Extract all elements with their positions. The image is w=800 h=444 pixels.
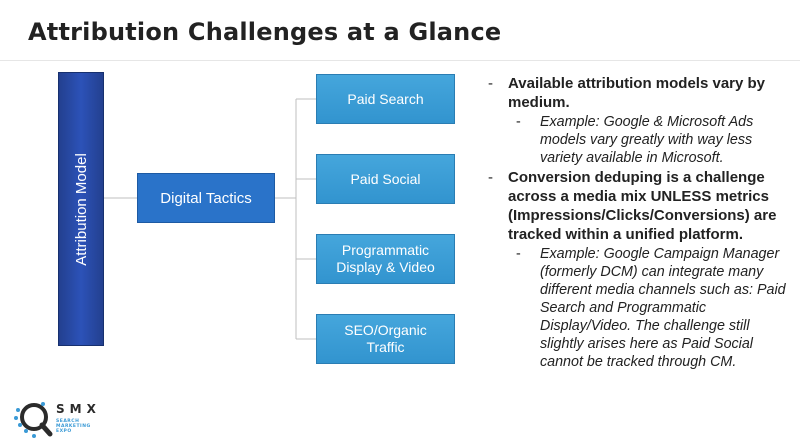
node-attribution-model-label: Attribution Model (72, 152, 90, 266)
smx-logo-icon (14, 402, 53, 438)
title-divider (0, 60, 800, 61)
note-subtext: Example: Google Campaign Manager (former… (540, 246, 786, 370)
node-paid-social: Paid Social (316, 154, 455, 204)
notes-list: - Available attribution models vary by m… (488, 74, 793, 371)
bullet-marker: - (488, 75, 493, 92)
node-paid-search: Paid Search (316, 74, 455, 124)
node-seo-organic-traffic: SEO/Organic Traffic (316, 314, 455, 364)
smx-wordmark: SMX (56, 402, 101, 416)
slide-title: Attribution Challenges at a Glance (28, 18, 502, 46)
note-item: - Conversion deduping is a challenge acr… (488, 168, 793, 244)
node-programmatic-display-video: Programmatic Display & Video (316, 234, 455, 284)
bullet-marker: - (516, 114, 521, 130)
bullet-marker: - (516, 246, 521, 262)
note-subitem: - Example: Google & Microsoft Ads models… (508, 113, 793, 167)
note-text: Conversion deduping is a challenge acros… (508, 169, 777, 243)
node-attribution-model: Attribution Model (58, 72, 104, 346)
bullet-marker: - (488, 169, 493, 186)
note-subtext: Example: Google & Microsoft Ads models v… (540, 114, 754, 166)
smx-subtitle: SEARCH MARKETING EXPO (56, 419, 91, 434)
note-subitem: - Example: Google Campaign Manager (form… (508, 245, 793, 371)
note-item: - Available attribution models vary by m… (488, 74, 793, 112)
note-text: Available attribution models vary by med… (508, 75, 766, 111)
node-digital-tactics: Digital Tactics (137, 173, 275, 223)
